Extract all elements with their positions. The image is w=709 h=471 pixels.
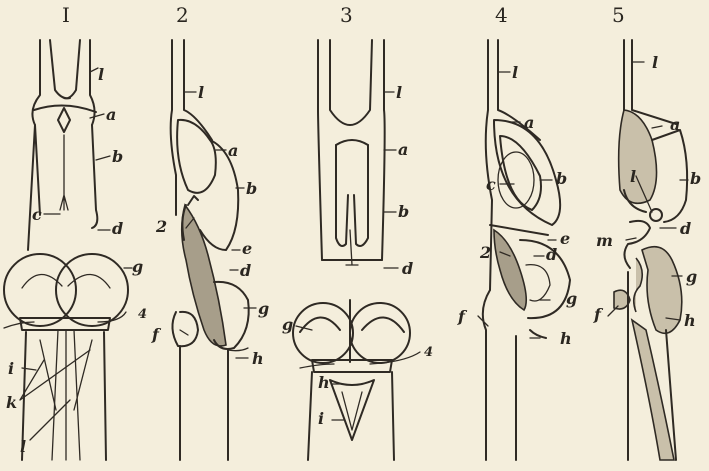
p1-label-l-bottom: l — [20, 437, 26, 456]
p1-label-g: g — [132, 257, 143, 276]
panel-number-1: I — [62, 3, 70, 27]
p5-label-m: m — [596, 231, 613, 250]
panel-number-4: 4 — [495, 3, 508, 27]
p3-label-a: a — [398, 140, 408, 159]
p3-label-b: b — [398, 202, 409, 221]
p4-label-l: l — [512, 63, 518, 82]
p1-label-d: d — [112, 219, 123, 238]
p2-label-b: b — [246, 179, 257, 198]
p1-label-4: 4 — [138, 307, 147, 322]
p5-label-g: g — [686, 267, 697, 286]
p1-label-l-top: l — [98, 65, 104, 84]
p4-label-h: h — [560, 329, 572, 348]
panel-1-drawing — [4, 40, 128, 460]
p2-label-e: e — [242, 239, 252, 258]
p2-label-f: f — [151, 325, 162, 344]
p1-label-i: i — [8, 359, 14, 378]
p2-label-h: h — [252, 349, 264, 368]
p3-label-i: i — [318, 409, 324, 428]
p5-label-a: a — [670, 115, 680, 134]
p5-label-d: d — [680, 219, 691, 238]
panel-3-drawing — [293, 40, 420, 460]
p1-label-a: a — [106, 105, 116, 124]
p4-label-e: e — [560, 229, 570, 248]
p4-label-g: g — [566, 289, 577, 308]
p5-label-f: f — [593, 305, 604, 324]
p5-label-l-mid: l — [630, 167, 636, 186]
p3-label-4: 4 — [424, 345, 433, 360]
leader-lines — [20, 62, 688, 440]
p2-label-d: d — [240, 261, 251, 280]
p1-label-b: b — [112, 147, 123, 166]
p4-label-f: f — [457, 307, 468, 326]
p4-label-a: a — [524, 113, 534, 132]
p5-label-l-top: l — [652, 53, 658, 72]
panel-number-5: 5 — [612, 3, 625, 27]
p2-label-a: a — [228, 141, 238, 160]
p2-label-g: g — [258, 299, 269, 318]
p4-label-b: b — [556, 169, 567, 188]
p5-label-b: b — [690, 169, 701, 188]
p4-label-d: d — [546, 245, 557, 264]
panel-number-2: 2 — [176, 3, 189, 27]
panel-5-drawing — [614, 40, 687, 460]
p1-label-k: k — [6, 393, 17, 412]
p5-label-h: h — [684, 311, 696, 330]
p4-label-c: c — [486, 175, 496, 194]
p3-label-d: d — [402, 259, 413, 278]
panel-number-3: 3 — [340, 3, 353, 27]
p4-label-2: 2 — [479, 243, 491, 262]
p2-label-l: l — [198, 83, 204, 102]
p3-label-l: l — [396, 83, 402, 102]
p1-label-c: c — [32, 205, 42, 224]
p2-label-2: 2 — [155, 217, 167, 236]
p3-label-h: h — [318, 373, 330, 392]
p3-label-g: g — [282, 315, 293, 334]
